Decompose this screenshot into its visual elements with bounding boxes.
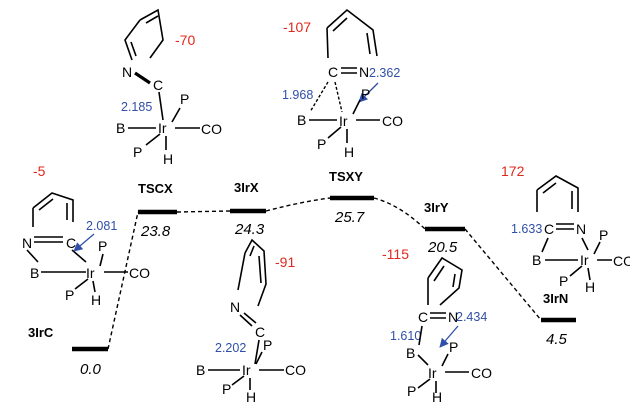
structure-TSCX: -70 N C 2.185 B Ir P CO P H <box>116 8 222 167</box>
distance-label: 2.185 <box>121 100 152 114</box>
distance-label-b: 2.434 <box>456 310 487 324</box>
structure-value-tsxy: -107 <box>283 19 311 35</box>
state-name-TSXY: TSXY <box>329 169 363 184</box>
distance-label: 2.202 <box>215 341 246 355</box>
atom-n: N <box>576 221 586 237</box>
state-labels: 3IrC 0.0 TSCX 23.8 3IrX 24.3 TSXY 25.7 3… <box>28 169 568 378</box>
atom-h: H <box>163 151 173 167</box>
atom-p: P <box>133 144 142 160</box>
structure-3IrC: -5 N C B Ir P CO P H 2.081 <box>22 163 150 308</box>
structure-value-tscx: -70 <box>175 32 195 48</box>
state-name-3IrN: 3IrN <box>543 291 568 306</box>
atom-ir: Ir <box>86 265 95 281</box>
atom-b: B <box>406 345 415 361</box>
structure-3IrY: -115 C N 1.610 2.434 B Ir P CO P H <box>382 246 492 402</box>
atom-co: CO <box>201 121 222 137</box>
atom-ir: Ir <box>158 120 167 136</box>
structure-value-iry: -115 <box>382 246 409 262</box>
structure-TSXY: -107 C N 1.968 2.362 B Ir P CO P H <box>282 8 403 160</box>
distance-label: 2.081 <box>86 219 117 233</box>
atom-c: C <box>328 64 338 80</box>
atom-b: B <box>116 120 125 136</box>
atom-n: N <box>22 235 32 251</box>
state-energy-3IrN: 4.5 <box>546 331 568 348</box>
atom-p: P <box>599 227 608 243</box>
connector-TSXY-Y <box>373 197 426 230</box>
atom-co: CO <box>285 362 306 378</box>
atom-h: H <box>344 144 354 160</box>
connector-Y-N <box>464 228 542 321</box>
atom-n: N <box>448 309 458 325</box>
structure-value-irc: -5 <box>33 163 46 179</box>
atom-p: P <box>98 238 107 254</box>
state-name-TSCX: TSCX <box>138 181 173 196</box>
structure-3IrX: -91 N C 2.202 B Ir P CO P H <box>196 238 306 402</box>
atom-b: B <box>532 252 541 268</box>
atom-h: H <box>432 389 442 402</box>
atom-n: N <box>359 64 369 80</box>
state-energy-3IrY: 20.5 <box>427 239 458 256</box>
atom-p: P <box>317 136 326 152</box>
atom-c: C <box>544 221 554 237</box>
atom-h: H <box>91 292 101 308</box>
atom-c: C <box>418 309 428 325</box>
atom-n: N <box>230 299 240 315</box>
structure-value-irn: 172 <box>501 163 525 179</box>
distance-label-a: 1.610 <box>390 329 421 343</box>
atom-c: C <box>66 235 76 251</box>
atom-p: P <box>180 91 189 107</box>
atom-ir: Ir <box>428 365 437 381</box>
atom-p: P <box>361 86 370 102</box>
atom-p: P <box>407 383 416 399</box>
distance-label: 1.633 <box>511 222 542 236</box>
atom-ir: Ir <box>242 362 251 378</box>
state-energy-TSCX: 23.8 <box>140 223 171 240</box>
connector-X-TSXY <box>265 197 331 212</box>
state-energy-TSXY: 25.7 <box>334 209 365 226</box>
state-energy-3IrC: 0.0 <box>80 361 102 378</box>
state-name-3IrY: 3IrY <box>424 200 449 215</box>
structure-3IrN: 172 C N 1.633 B Ir P CO P H <box>501 163 630 295</box>
atom-c: C <box>153 77 163 93</box>
atom-p: P <box>65 287 74 303</box>
atom-ir: Ir <box>339 113 348 129</box>
atom-h: H <box>246 389 256 402</box>
energy-levels <box>72 195 576 352</box>
atom-co: CO <box>471 365 492 381</box>
atom-p: P <box>263 337 272 353</box>
atom-h: H <box>585 279 595 295</box>
atom-b: B <box>196 362 205 378</box>
atom-c: C <box>255 324 265 340</box>
atom-co: CO <box>382 113 403 129</box>
structure-value-irx: -91 <box>275 254 295 270</box>
atom-b: B <box>30 265 39 281</box>
atom-p: P <box>449 339 458 355</box>
atom-n: N <box>122 64 132 80</box>
distance-label-b: 2.362 <box>369 66 400 80</box>
atom-co: CO <box>129 265 150 281</box>
atom-p: P <box>222 381 231 397</box>
state-energy-3IrX: 24.3 <box>234 221 265 238</box>
state-name-3IrX: 3IrX <box>234 180 259 195</box>
atom-p: P <box>559 273 568 289</box>
state-name-3IrC: 3IrC <box>28 325 54 340</box>
connector-C-TSCX <box>107 211 139 350</box>
distance-label-a: 1.968 <box>282 88 313 102</box>
connector-TSCX-X <box>176 210 231 213</box>
atom-co: CO <box>613 253 630 269</box>
atom-b: B <box>297 112 306 128</box>
atom-ir: Ir <box>580 252 589 268</box>
